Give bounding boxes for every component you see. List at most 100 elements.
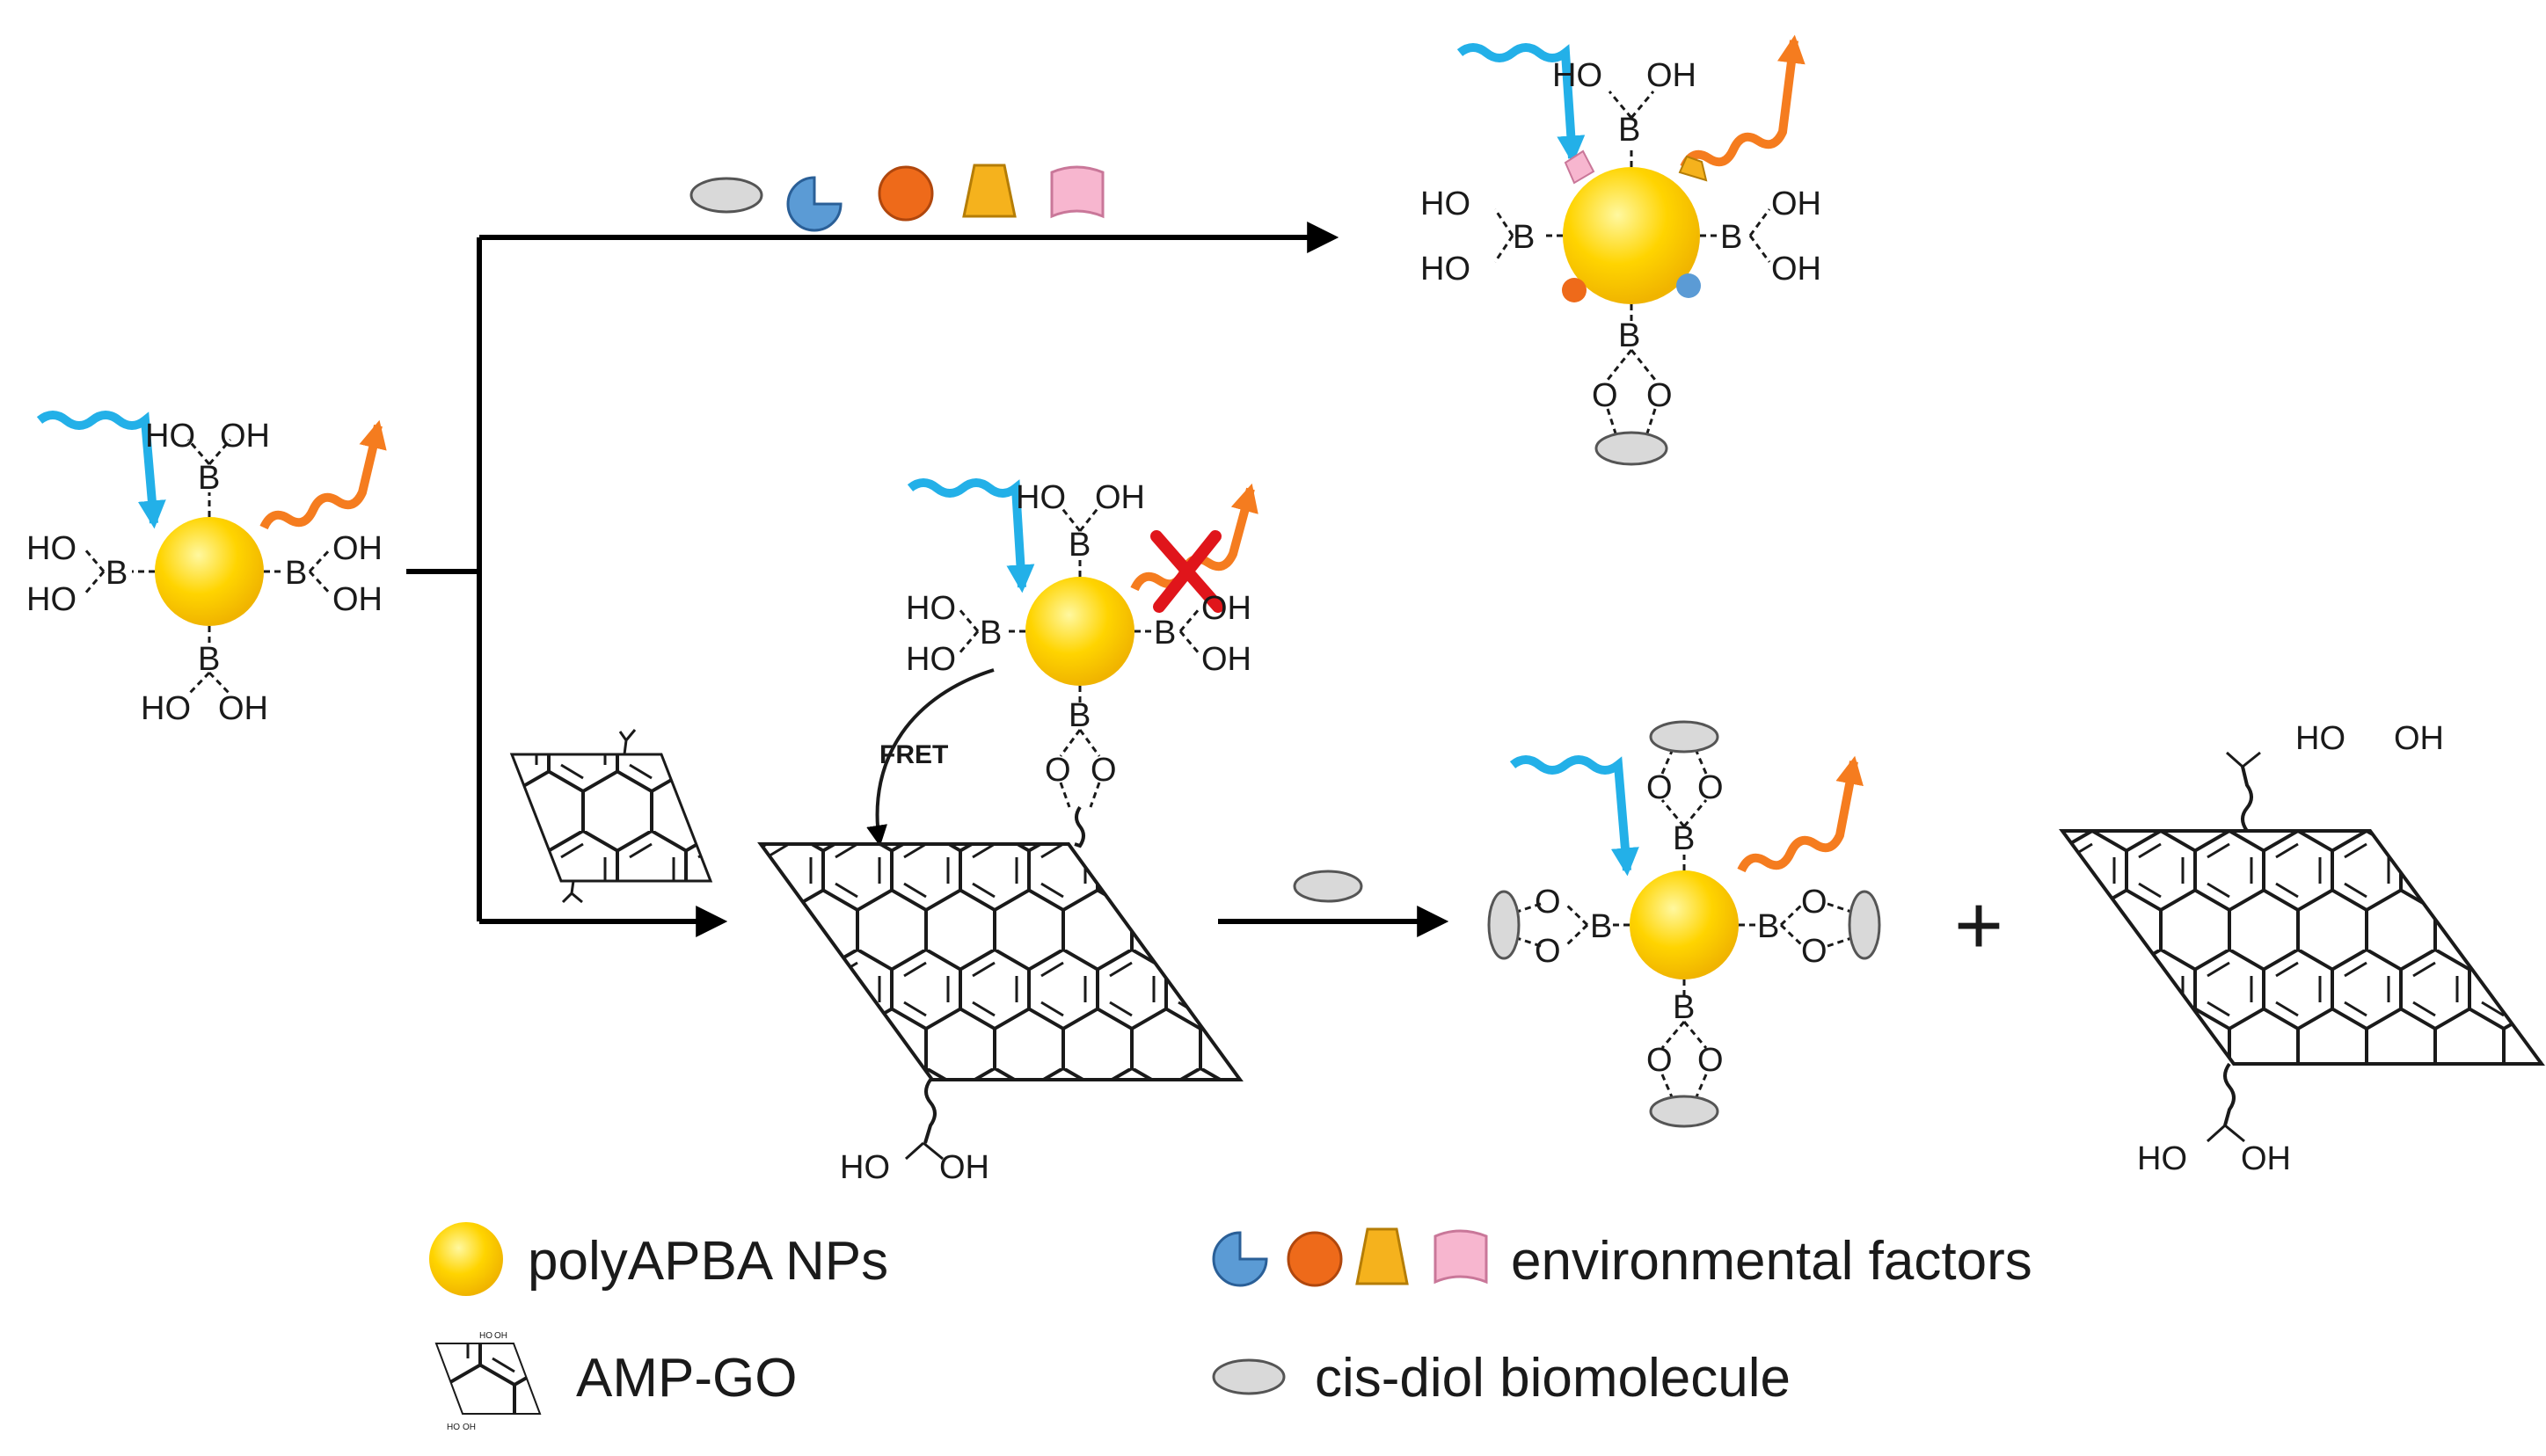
factor-blue-bound xyxy=(1676,273,1701,298)
legend: polyAPBA NPs environmental factors HO OH… xyxy=(429,1222,2032,1432)
diol-reagent-2 xyxy=(1293,870,1363,903)
svg-text:OH: OH xyxy=(2394,720,2444,757)
svg-text:O: O xyxy=(1697,769,1724,806)
np-diol-bound: B O O B O O B O O B O O xyxy=(1487,720,1881,1128)
np-legend-icon xyxy=(429,1222,503,1296)
factor-pink xyxy=(1050,165,1105,219)
ampgo-reagent xyxy=(509,729,713,904)
svg-text:OH: OH xyxy=(1201,641,1251,678)
excitation-icon xyxy=(36,411,166,529)
factor-blue xyxy=(786,176,843,232)
plus-sign: + xyxy=(1954,878,2003,972)
emission-icon xyxy=(1737,755,1864,873)
svg-text:O: O xyxy=(1646,769,1673,806)
legend-item-env: environmental factors xyxy=(1212,1227,2032,1292)
svg-text:OH: OH xyxy=(332,530,383,567)
svg-text:B: B xyxy=(1757,908,1779,945)
svg-text:cis-diol biomolecule: cis-diol biomolecule xyxy=(1315,1348,1791,1409)
factor-orange xyxy=(878,165,934,222)
svg-text:HO: HO xyxy=(840,1149,890,1186)
svg-text:HO: HO xyxy=(2295,720,2345,757)
svg-text:B: B xyxy=(1513,219,1535,256)
fret-arrow: FRET xyxy=(866,668,995,847)
svg-text:OH: OH xyxy=(463,1423,476,1432)
emission-icon xyxy=(1680,34,1806,170)
np-sphere xyxy=(1025,577,1134,686)
svg-text:OH: OH xyxy=(1646,57,1696,94)
excitation-icon xyxy=(1456,43,1586,164)
np-start: B HO OH B HO OH B HO HO B OH OH xyxy=(26,411,387,727)
svg-text:OH: OH xyxy=(494,1331,507,1341)
svg-text:B: B xyxy=(1618,317,1640,354)
svg-text:O: O xyxy=(1697,1042,1724,1079)
svg-text:environmental factors: environmental factors xyxy=(1511,1231,2032,1292)
svg-text:B: B xyxy=(198,641,220,678)
svg-text:polyAPBA NPs: polyAPBA NPs xyxy=(528,1231,888,1292)
svg-text:O: O xyxy=(1592,377,1618,414)
svg-text:HO: HO xyxy=(145,418,195,455)
svg-text:HO: HO xyxy=(141,690,191,727)
legend-item-ampgo: HO OH HO OH AMP-GO xyxy=(434,1331,797,1432)
svg-text:HO: HO xyxy=(1420,186,1470,222)
factor-orange-bound xyxy=(1562,278,1587,302)
svg-text:B: B xyxy=(285,555,307,592)
svg-text:B: B xyxy=(1069,527,1091,564)
svg-text:AMP-GO: AMP-GO xyxy=(576,1348,797,1409)
svg-text:B: B xyxy=(1069,697,1091,734)
np-quenched: B HO OH B HO HO B OH OH B O O xyxy=(906,478,1258,848)
svg-text:HO: HO xyxy=(26,581,77,618)
svg-text:OH: OH xyxy=(1771,251,1821,288)
svg-text:HO: HO xyxy=(2137,1140,2187,1177)
svg-text:HO: HO xyxy=(906,590,956,627)
svg-text:OH: OH xyxy=(939,1149,989,1186)
excitation-icon xyxy=(907,478,1035,593)
factor-orange-legend-icon xyxy=(1287,1231,1343,1287)
svg-text:B: B xyxy=(1590,908,1612,945)
svg-text:O: O xyxy=(1535,933,1561,970)
emission-icon xyxy=(259,419,387,530)
svg-text:B: B xyxy=(1673,989,1695,1026)
svg-text:OH: OH xyxy=(1201,590,1251,627)
quench-cross-icon xyxy=(1150,530,1224,613)
diol-legend-icon xyxy=(1212,1358,1286,1395)
svg-text:HO: HO xyxy=(1016,479,1066,516)
svg-text:B: B xyxy=(198,460,220,497)
svg-text:B: B xyxy=(1154,615,1176,652)
svg-text:B: B xyxy=(1673,820,1695,857)
legend-item-nps: polyAPBA NPs xyxy=(429,1222,888,1296)
factor-pink-bound xyxy=(1564,149,1595,185)
svg-text:HO: HO xyxy=(1552,57,1602,94)
svg-text:B: B xyxy=(980,615,1002,652)
svg-text:O: O xyxy=(1801,933,1827,970)
svg-text:OH: OH xyxy=(332,581,383,618)
svg-text:OH: OH xyxy=(1095,479,1145,516)
svg-text:OH: OH xyxy=(218,690,268,727)
excitation-icon xyxy=(1509,755,1639,877)
env-reagents xyxy=(689,164,1105,232)
svg-text:HO: HO xyxy=(479,1331,492,1341)
np-sphere xyxy=(155,517,264,626)
svg-text:OH: OH xyxy=(2241,1140,2291,1177)
svg-text:HO: HO xyxy=(906,641,956,678)
svg-text:O: O xyxy=(1646,377,1673,414)
factor-yellow-legend-icon xyxy=(1355,1227,1409,1285)
factor-pink-legend-icon xyxy=(1433,1229,1488,1285)
diol-bound xyxy=(1594,431,1668,466)
ampgo-sheet-free: HO OH HO OH xyxy=(2059,720,2545,1177)
svg-text:HO: HO xyxy=(26,530,77,567)
np-sphere xyxy=(1563,167,1700,304)
svg-text:O: O xyxy=(1646,1042,1673,1079)
diol-reagent xyxy=(689,177,763,214)
svg-text:HO: HO xyxy=(447,1423,460,1432)
factor-yellow xyxy=(962,164,1017,218)
svg-text:O: O xyxy=(1535,884,1561,921)
np-sphere xyxy=(1630,870,1739,979)
svg-text:FRET: FRET xyxy=(879,740,948,769)
svg-text:OH: OH xyxy=(1771,186,1821,222)
svg-text:HO: HO xyxy=(1420,251,1470,288)
svg-text:B: B xyxy=(1618,112,1640,149)
svg-text:O: O xyxy=(1091,752,1117,789)
svg-text:O: O xyxy=(1801,884,1827,921)
flow-lines xyxy=(406,222,1449,937)
